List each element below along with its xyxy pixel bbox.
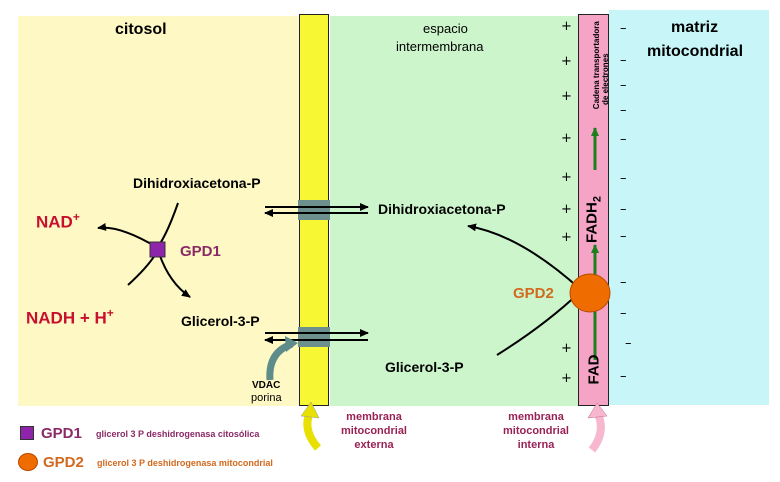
outer-membrane-label-line3: externa [354,438,394,451]
minus-sign: – [620,275,627,290]
legend-gpd2-text: glicerol 3 P deshidrogenasa mitocondrial [97,458,273,468]
minus-sign: – [620,369,627,384]
gpd2-to-dhap-arrow [467,223,581,290]
etc-label-line1: Cadena transportadora [591,21,601,110]
cytosol-g3p-label: Glicerol-3-P [181,313,260,329]
legend-gpd1-text: glicerol 3 P deshidrogenasa citosólica [96,429,260,439]
minus-sign: – [625,336,632,351]
minus-sign: – [620,21,627,36]
matrix-label-line2: mitocondrial [647,43,744,60]
plus-sign: + [561,170,572,185]
fad-label: FAD [585,354,603,385]
inner-membrane-label-line3: interna [517,438,555,451]
fadh-text: FADH [583,202,601,243]
plus-sign: + [561,54,572,69]
minus-sign: – [620,53,627,68]
nad-label: NAD+ [36,211,80,231]
gpd2-circle-icon [569,273,611,313]
cytosol-region [18,16,300,406]
etc-label-line2: de electrones [601,53,610,105]
gpd1-label: GPD1 [180,243,221,260]
inner-membrane-label-line1: membrana [508,411,564,423]
ims-dhap-label: Dihidroxiacetona-P [378,201,506,217]
matrix-label-line1: matriz [671,19,719,36]
minus-sign: – [620,202,627,217]
cytosol-dhap-label: Dihidroxiacetona-P [133,175,261,191]
minus-sign: – [620,103,627,118]
channel-dhap [298,200,330,220]
intermembrane-space-region [330,16,578,406]
inner-membrane-label-line2: mitocondrial [502,424,569,437]
etc-label: Cadena transportadora de electrones [591,21,610,110]
legend-gpd2-circle-icon [18,453,38,471]
plus-sign: + [561,371,572,386]
inner-membrane-label: membrana mitocondrial interna [496,411,576,452]
legend-gpd1-square-icon [20,426,34,440]
plus-sign: + [561,202,572,217]
plus-sign: + [561,131,572,146]
matrix-region [609,10,769,405]
cytosol-label: citosol [115,21,167,38]
nad-text: NAD [36,212,73,232]
gpd2-label: GPD2 [513,285,554,302]
vdac-label: VDAC [252,380,281,391]
nadh-text: NADH + H [26,308,107,328]
ims-g3p-label: Glicerol-3-P [385,359,464,375]
legend-gpd2-symbol: GPD2 [43,454,84,471]
gpd1-square-icon [149,241,166,258]
porina-label: porina [251,392,282,404]
outer-membrane-label-line2: mitocondrial [340,424,407,437]
outer-membrane-label-line1: membrana [346,411,402,423]
intermembrane-label-line1: espacio [423,21,468,36]
plus-sign: + [561,341,572,356]
inner-membrane-pointer [588,412,605,453]
minus-sign: – [620,132,627,147]
gpd1-to-nad-arrow [97,222,159,249]
fadh-subscript: 2 [591,196,604,203]
minus-sign: – [620,78,627,93]
plus-sign: + [561,89,572,104]
minus-sign: – [620,229,627,244]
nadh-label: NADH + H+ [26,307,114,327]
nad-charge: + [72,210,80,224]
intermembrane-label-line2: intermembrana [396,39,484,54]
legend-gpd1-symbol: GPD1 [41,425,82,442]
plus-sign: + [561,19,572,34]
plus-sign: + [561,230,572,245]
minus-sign: – [620,171,627,186]
minus-sign: – [620,306,627,321]
fadh2-label: FADH2 [583,192,604,248]
outer-membrane-label: membrana mitocondrial externa [334,411,414,452]
nadh-charge: + [106,306,114,320]
